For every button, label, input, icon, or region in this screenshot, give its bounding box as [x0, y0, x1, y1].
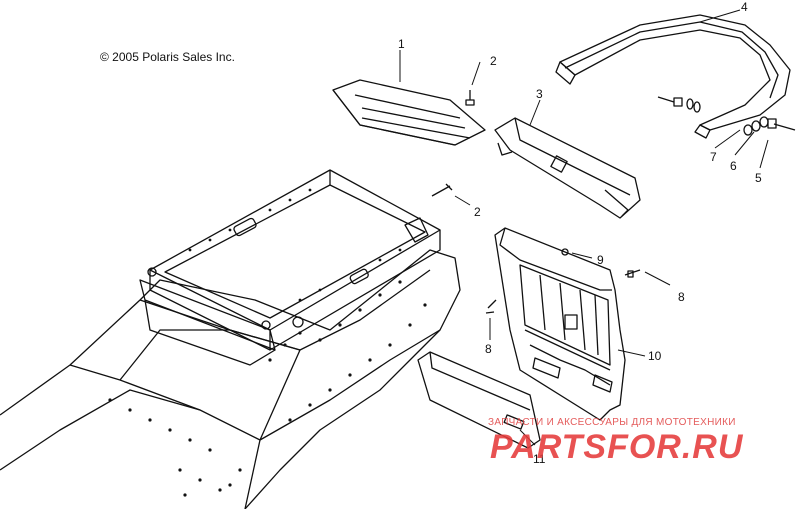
callout-2-mid: 2: [474, 205, 481, 219]
chassis-tunnel: [0, 249, 461, 509]
watermark-tagline: ЗАПЧАСТИ И АКСЕССУАРЫ ДЛЯ МОТОТЕХНИКИ: [488, 417, 736, 428]
leader-lines: [399, 9, 769, 446]
callout-3: 3: [536, 87, 543, 101]
callout-8-right: 8: [678, 290, 685, 304]
fastener-part-2: [431, 90, 475, 197]
callout-9: 9: [597, 253, 604, 267]
storage-box: [139, 169, 441, 366]
callout-7: 7: [710, 150, 717, 164]
callout-4: 4: [741, 0, 748, 14]
callout-10: 10: [648, 349, 662, 363]
callout-11: 11: [533, 452, 546, 466]
callout-5: 5: [755, 171, 762, 185]
watermark-logo: PARTSFOR.RU: [490, 428, 744, 466]
part-3-bracket: [494, 117, 641, 219]
callout-labels: 1 2 3 4 5 6 7 2 9 8 8 10 11: [398, 0, 762, 466]
callout-6: 6: [730, 159, 737, 173]
part-11-stiffener: [417, 351, 541, 449]
hardware-bolts-washers: [657, 96, 796, 136]
part-10-snow-flap: [494, 227, 626, 421]
callout-1: 1: [398, 37, 405, 51]
part-1-lid: [332, 79, 486, 146]
callout-8-left: 8: [485, 342, 492, 356]
part-4-grab-handle: [555, 14, 791, 139]
copyright-notice: © 2005 Polaris Sales Inc.: [100, 50, 235, 64]
callout-2-top: 2: [490, 54, 497, 68]
fastener-part-8-9: [485, 248, 641, 314]
